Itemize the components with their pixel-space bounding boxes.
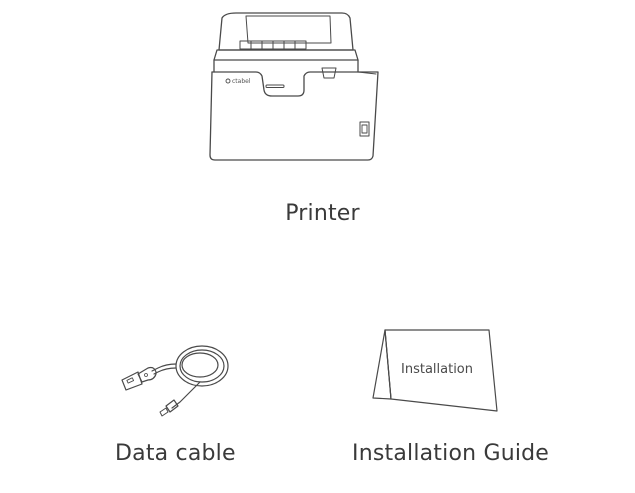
data-cable-illustration xyxy=(121,345,229,417)
printer-brand-label: ctabel xyxy=(232,78,251,85)
guide-booklet-label: Installation xyxy=(401,362,473,377)
installation-guide-caption: Installation Guide xyxy=(352,441,550,466)
printer-illustration: ctabel xyxy=(209,12,379,161)
printer-caption: Printer xyxy=(285,201,360,226)
installation-guide-illustration: Installation xyxy=(372,329,498,412)
data-cable-caption: Data cable xyxy=(115,441,236,466)
